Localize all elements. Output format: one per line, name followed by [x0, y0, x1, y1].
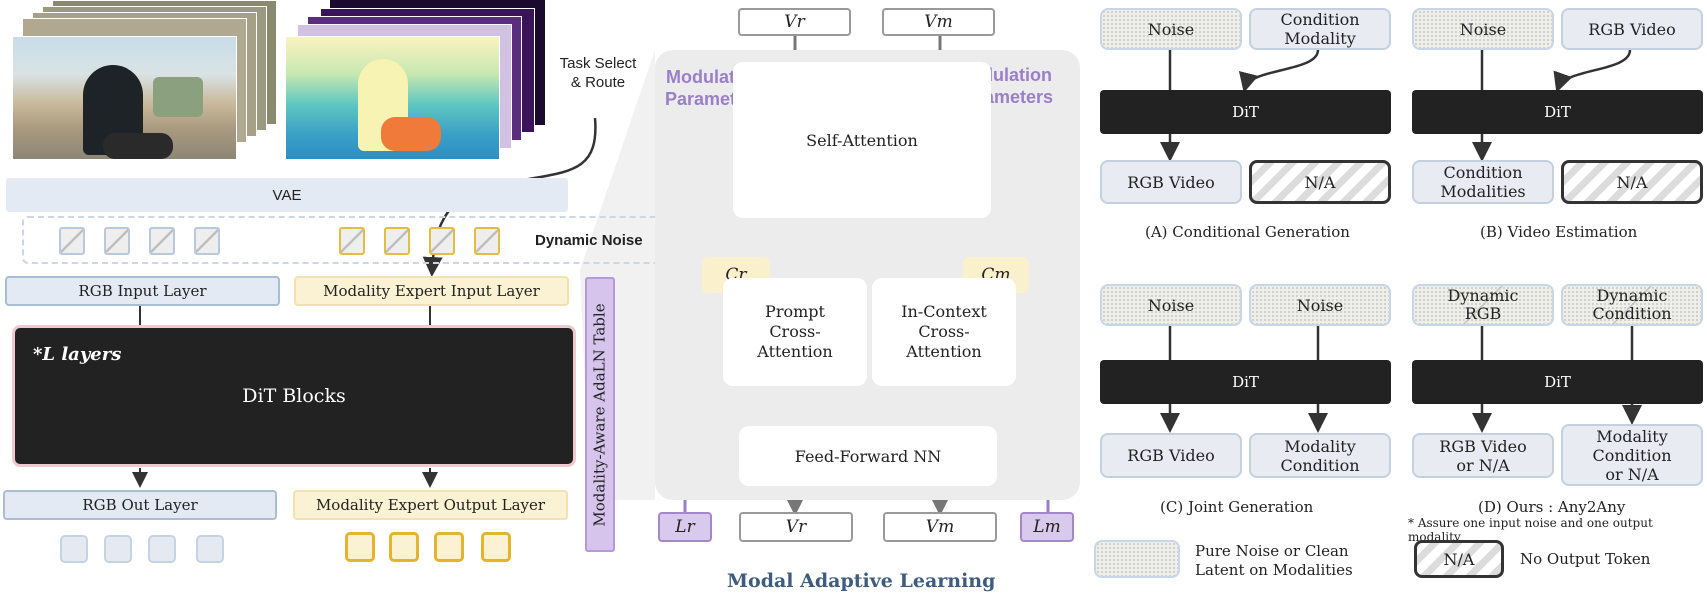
panel-d-dit: DiT: [1412, 360, 1703, 404]
l-m-tag: Lm: [1020, 512, 1074, 542]
l-layers-label: *L layers: [33, 344, 122, 365]
panel-d-dynamic-condition: Dynamic Condition: [1561, 284, 1703, 326]
prompt-cross-attention-block: Prompt Cross- Attention: [723, 278, 867, 386]
panel-b-noise: Noise: [1412, 8, 1554, 50]
rgb-frame-image: [12, 36, 237, 160]
rgb-frame-stack: [12, 0, 277, 160]
v-r-bottom: Vr: [739, 512, 853, 542]
panel-d-out-rgb: RGB Video or N/A: [1412, 433, 1554, 478]
token-row: [22, 216, 670, 264]
panel-d-caption: (D) Ours : Any2Any: [1478, 498, 1626, 516]
legend-noise-label: Pure Noise or Clean Latent on Modalities: [1195, 542, 1353, 579]
modality-expert-output-layer: Modality Expert Output Layer: [293, 490, 568, 520]
panel-c-out-rgb: RGB Video: [1100, 433, 1242, 478]
depth-frame-stack: [285, 0, 545, 160]
panel-b-caption: (B) Video Estimation: [1480, 223, 1638, 241]
panel-c-out-modality: Modality Condition: [1249, 433, 1391, 478]
panel-b-na: N/A: [1561, 160, 1703, 204]
incontext-cross-attention-block: In-Context Cross- Attention: [872, 278, 1016, 386]
panel-a-condition: Condition Modality: [1249, 8, 1391, 50]
dit-blocks: *L layers DiT Blocks: [12, 325, 576, 467]
panel-a-noise: Noise: [1100, 8, 1242, 50]
panel-a-na: N/A: [1249, 160, 1391, 204]
module-title: Modal Adaptive Learning: [727, 570, 996, 592]
panel-c-caption: (C) Joint Generation: [1160, 498, 1314, 516]
v-r-top: Vr: [738, 8, 851, 36]
legend-na-swatch: N/A: [1414, 540, 1504, 578]
panel-a-caption: (A) Conditional Generation: [1145, 223, 1350, 241]
dit-blocks-label: DiT Blocks: [242, 385, 346, 407]
modality-expert-input-layer: Modality Expert Input Layer: [294, 276, 569, 306]
panel-d-dynamic-rgb: Dynamic RGB: [1412, 284, 1554, 326]
v-m-bottom: Vm: [883, 512, 997, 542]
panel-a-out-rgb: RGB Video: [1100, 160, 1242, 204]
legend-noise-swatch: [1094, 540, 1180, 578]
panel-a-dit: DiT: [1100, 90, 1391, 134]
feed-forward-block: Feed-Forward NN: [739, 426, 997, 486]
panel-b-dit: DiT: [1412, 90, 1703, 134]
l-r-tag: Lr: [658, 512, 712, 542]
dynamic-noise-label: Dynamic Noise: [535, 232, 643, 249]
adaln-table: Modality-Aware AdaLN Table: [585, 277, 615, 552]
panel-c-noise-1: Noise: [1100, 284, 1242, 326]
task-select-label: Task Select & Route: [559, 55, 637, 91]
panel-c-dit: DiT: [1100, 360, 1391, 404]
panel-b-out-condition: Condition Modalities: [1412, 160, 1554, 204]
depth-frame-image: [285, 36, 500, 160]
panel-d-out-modality: Modality Condition or N/A: [1561, 424, 1703, 486]
panel-b-rgb-video: RGB Video: [1561, 8, 1703, 50]
panel-c-noise-2: Noise: [1249, 284, 1391, 326]
adaln-table-label: Modality-Aware AdaLN Table: [591, 302, 609, 527]
legend-na-label: No Output Token: [1520, 550, 1651, 568]
v-m-top: Vm: [882, 8, 995, 36]
rgb-input-layer: RGB Input Layer: [5, 276, 280, 306]
rgb-out-layer: RGB Out Layer: [3, 490, 277, 520]
self-attention-block: Self-Attention: [733, 62, 991, 218]
vae-bar: VAE: [6, 178, 568, 212]
